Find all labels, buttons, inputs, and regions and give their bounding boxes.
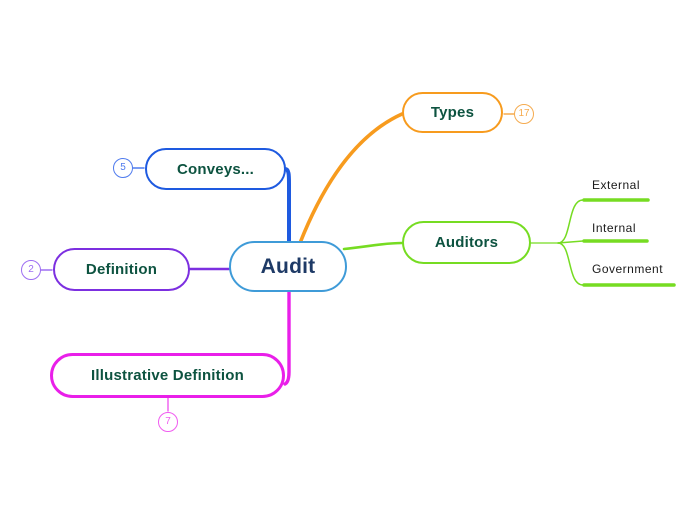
node-conveys[interactable]: Conveys... bbox=[145, 148, 286, 190]
node-auditors[interactable]: Auditors bbox=[402, 221, 531, 264]
badge-illustrative-count[interactable]: 7 bbox=[158, 412, 178, 432]
badge-types-count-value: 17 bbox=[518, 108, 530, 119]
node-definition-label: Definition bbox=[85, 261, 158, 278]
connector-conveys bbox=[283, 167, 291, 245]
fan-curve-internal bbox=[557, 240, 584, 244]
badge-conveys-count-value: 5 bbox=[120, 162, 126, 173]
badge-illustrative-count-value: 7 bbox=[165, 416, 171, 427]
root-node-label: Audit bbox=[260, 254, 316, 278]
node-auditors-label: Auditors bbox=[434, 234, 499, 251]
node-types[interactable]: Types bbox=[402, 92, 503, 133]
child-node-government[interactable]: Government bbox=[592, 262, 664, 276]
node-illustrative-definition[interactable]: Illustrative Definition bbox=[50, 353, 285, 398]
fan-curve-government bbox=[557, 242, 584, 286]
node-conveys-label: Conveys... bbox=[176, 160, 255, 178]
child-node-external[interactable]: External bbox=[592, 178, 641, 192]
connector-types bbox=[298, 112, 404, 245]
node-definition[interactable]: Definition bbox=[53, 248, 190, 291]
connector-illustrative bbox=[283, 290, 291, 386]
node-illustrative-definition-label: Illustrative Definition bbox=[91, 367, 244, 384]
node-types-label: Types bbox=[430, 104, 475, 121]
child-node-internal[interactable]: Internal bbox=[592, 221, 637, 235]
badge-definition-count-value: 2 bbox=[28, 264, 34, 275]
fan-curve-external bbox=[557, 199, 584, 244]
badge-types-count[interactable]: 17 bbox=[514, 104, 534, 124]
root-node-audit[interactable]: Audit bbox=[229, 241, 347, 292]
badge-definition-count[interactable]: 2 bbox=[21, 260, 41, 280]
connector-auditors bbox=[342, 241, 404, 251]
badge-conveys-count[interactable]: 5 bbox=[113, 158, 133, 178]
